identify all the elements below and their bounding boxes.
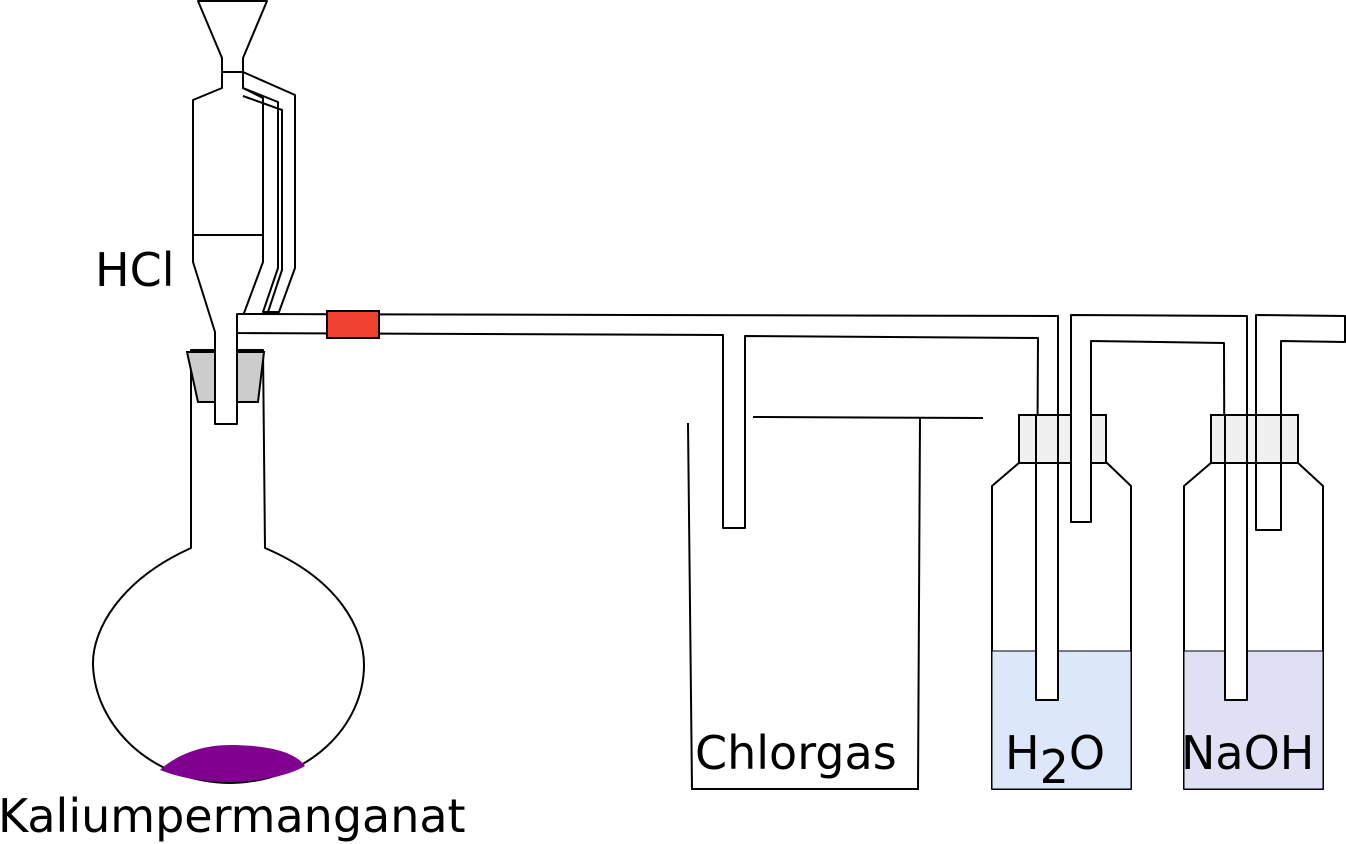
water-label-h: H	[1005, 726, 1040, 780]
round-bottom-flask	[91, 349, 365, 784]
naoh-tubes-through-stopper	[1224, 415, 1282, 463]
water-label-o: O	[1069, 726, 1105, 780]
equalizer-inner-line	[242, 95, 283, 313]
water-outlet-through-stopper	[1035, 415, 1092, 463]
funnel-cone	[197, 0, 268, 73]
naoh-label: NaOH	[1181, 726, 1314, 780]
water-bottle-stopper	[1018, 414, 1107, 464]
water-inlet-tube	[1035, 439, 1059, 701]
chlorgas-label: Chlorgas	[695, 726, 897, 780]
collection-vessel-lid	[752, 416, 984, 419]
delivery-tube	[236, 313, 1059, 701]
tube-connector	[326, 310, 380, 339]
kmno4-label: Kaliumpermanganat	[0, 789, 466, 843]
outlet-tube	[1255, 314, 1346, 531]
hcl-label: HCl	[95, 243, 175, 297]
water-label-subscript: 2	[1040, 740, 1069, 794]
water-liquid	[991, 650, 1132, 790]
collection-vessel	[687, 417, 921, 790]
water-label: H2O	[1005, 726, 1105, 794]
permanganate-solid	[160, 744, 305, 782]
naoh-inlet-tube-lower	[1224, 459, 1248, 701]
naoh-liquid	[1183, 650, 1324, 790]
